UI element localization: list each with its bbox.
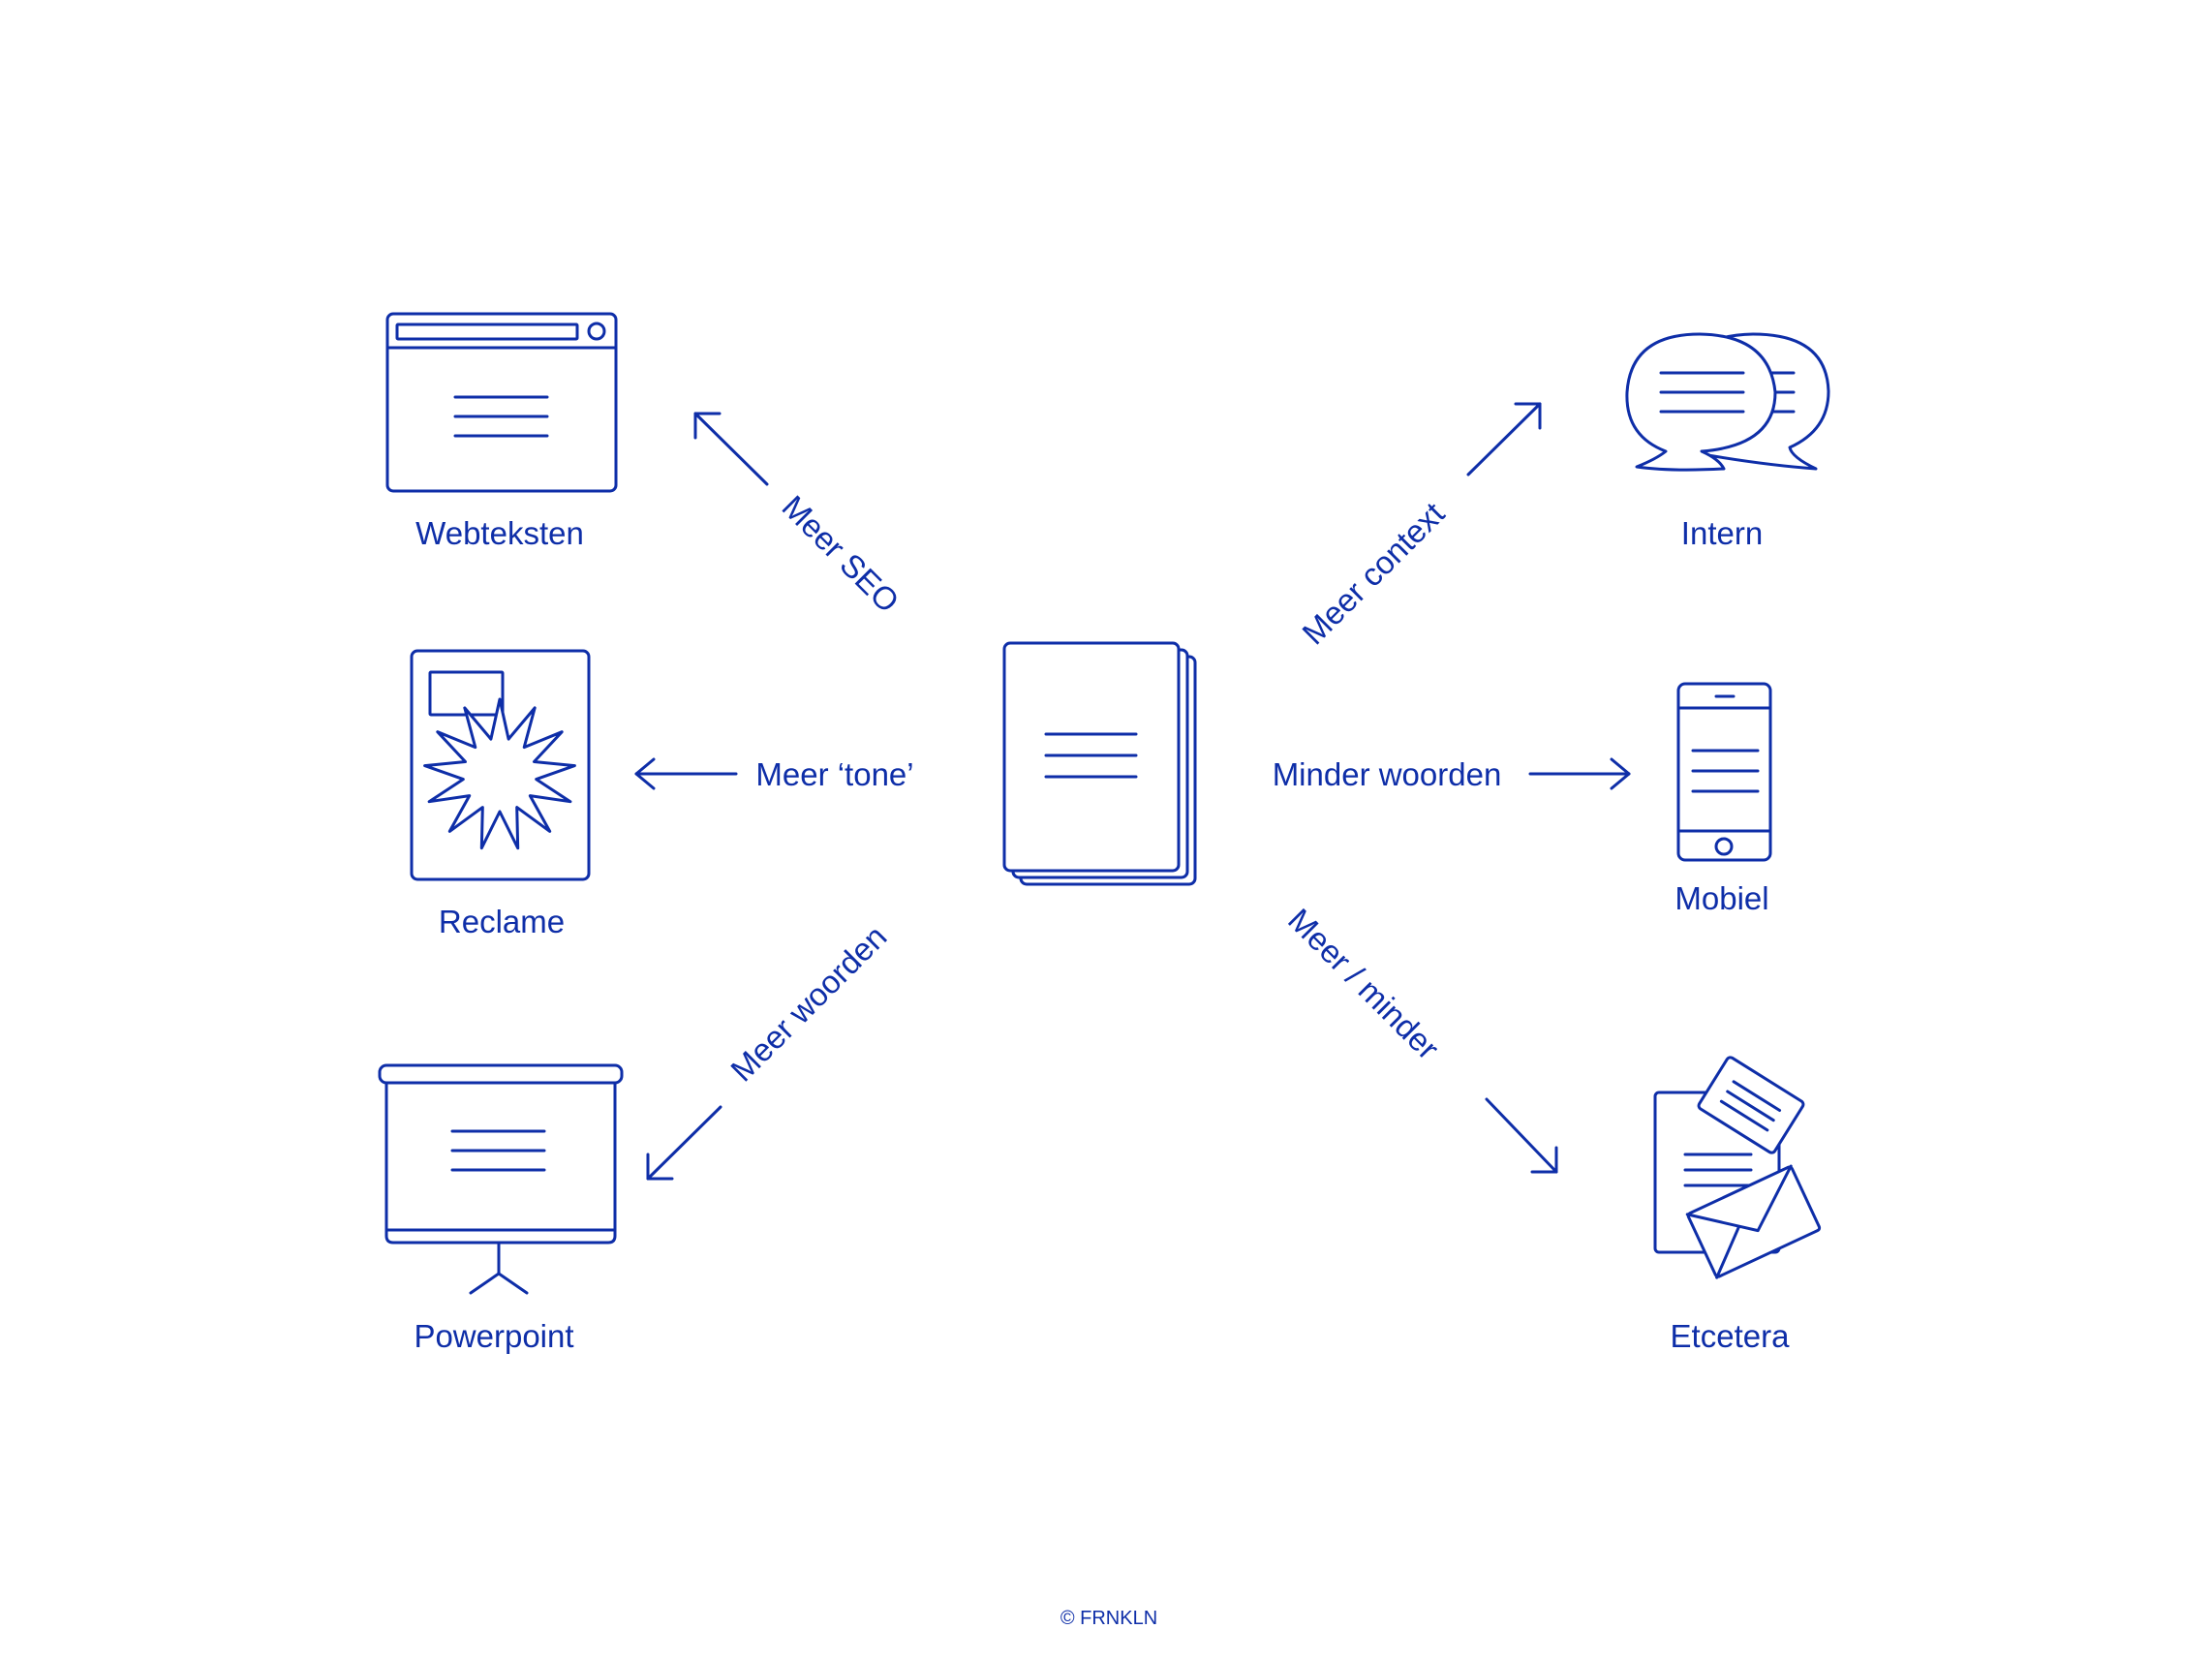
chat-bubbles-icon [1625,332,1830,472]
smartphone-icon [1676,682,1772,862]
edge-label-meer-minder: Meer / minder [1281,902,1446,1066]
node-label-etcetera: Etcetera [1671,1318,1791,1354]
arrow-seo [693,412,769,486]
node-label-powerpoint: Powerpoint [414,1318,573,1354]
arrow-minder-woorden [1528,757,1631,790]
document-stack-icon [1002,641,1197,886]
node-label-intern: Intern [1681,515,1763,551]
arrow-meer-minder [1485,1097,1558,1174]
node-label-webteksten: Webteksten [415,515,584,551]
arrow-tone [634,757,738,790]
burst-shape [423,697,576,850]
edge-label-minder-woorden: Minder woorden [1273,756,1502,792]
node-label-reclame: Reclame [439,904,565,939]
documents-envelope-icon [1653,1056,1822,1279]
node-label-mobiel: Mobiel [1674,880,1768,916]
browser-window-icon [385,312,618,493]
edge-label-tone: Meer ‘tone’ [755,756,913,792]
advertisement-poster-icon [410,649,591,881]
copyright-text: © FRNKLN [1060,1608,1157,1629]
arrow-meer-woorden [646,1105,722,1181]
edge-label-seo: Meer SEO [776,488,906,619]
edge-label-context: Meer context [1295,495,1451,651]
arrow-context [1466,402,1542,476]
presentation-screen-icon [378,1063,624,1295]
edge-label-meer-woorden: Meer woorden [723,918,893,1088]
